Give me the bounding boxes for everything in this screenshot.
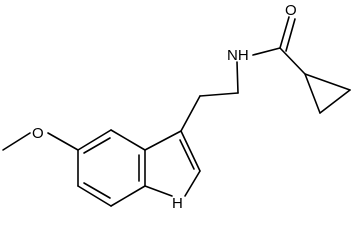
methoxy-oxygen-label: O bbox=[32, 125, 44, 142]
bond-cyclopropyl-2 bbox=[319, 89, 351, 114]
bond-ethyl-indole bbox=[180, 95, 201, 132]
bond-c4-c5-inner bbox=[83, 137, 111, 154]
bond-c2-n1 bbox=[184, 170, 201, 197]
bond-c3a-c4 bbox=[110, 129, 146, 151]
carbonyl-oxygen-label: O bbox=[285, 2, 297, 19]
bond-cyclopropyl-3 bbox=[304, 73, 351, 91]
bond-c5-o bbox=[47, 132, 79, 151]
bond-c6-c7-inner bbox=[83, 182, 111, 199]
bond-carbonyl-cyclopropyl bbox=[279, 47, 306, 75]
bond-c3-c2 bbox=[180, 130, 201, 172]
bond-cyclopropyl-1 bbox=[304, 73, 321, 114]
bond-carbonyl-double-2 bbox=[285, 18, 296, 52]
bond-c3-c2-inner bbox=[179, 139, 195, 170]
indole-nitrogen-label: H bbox=[172, 195, 183, 212]
bond-n-ch2 bbox=[236, 61, 239, 94]
bond-c6-c7 bbox=[77, 185, 112, 207]
bond-carbonyl-double-1 bbox=[279, 16, 290, 49]
molecule-diagram: O NH O H bbox=[2, 2, 351, 212]
bond-o-ch3 bbox=[2, 132, 31, 151]
bond-n1-c7a bbox=[144, 185, 173, 197]
bond-c7-c7a bbox=[110, 185, 146, 207]
amide-nitrogen-label: NH bbox=[227, 47, 249, 64]
bond-amide bbox=[252, 47, 281, 56]
structure-svg: O NH O H bbox=[2, 2, 351, 212]
bond-c4-c5 bbox=[77, 129, 112, 151]
bond-ethyl bbox=[199, 92, 239, 97]
bond-c3-c3a bbox=[144, 130, 182, 151]
